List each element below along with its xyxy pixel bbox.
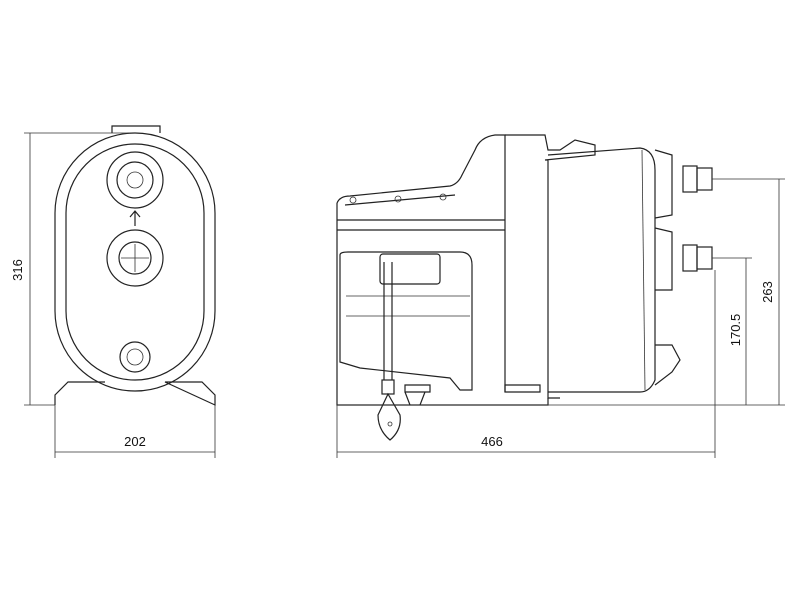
motor-top-shroud — [336, 134, 506, 392]
inlet-thread — [696, 246, 713, 270]
inlet-nut — [682, 244, 698, 272]
front-view — [54, 125, 216, 406]
dim-170-5-label: 170.5 — [728, 314, 743, 347]
side-feet — [404, 384, 541, 406]
dim-316-label: 316 — [10, 259, 25, 281]
flow-arrow-icon — [129, 210, 141, 226]
outlet-nut — [682, 165, 698, 193]
front-housing-inner — [65, 143, 205, 381]
motor-body — [339, 251, 473, 391]
pump-chamber — [547, 147, 656, 393]
pump-housing — [505, 134, 596, 399]
dim-263-label: 263 — [760, 281, 775, 303]
front-top-handle — [111, 125, 161, 133]
outlet-thread — [696, 167, 713, 191]
outlet-port-front — [106, 151, 164, 209]
cable-box — [379, 253, 441, 285]
inlet-port-front — [106, 229, 164, 287]
power-cable — [383, 262, 393, 380]
side-base-outline — [336, 203, 549, 406]
front-housing-outer — [54, 132, 216, 392]
dim-466-label: 466 — [481, 434, 503, 449]
drain-plug-front — [119, 341, 151, 373]
side-view — [336, 134, 713, 441]
cable-strain-relief — [381, 379, 395, 395]
power-plug-icon — [377, 392, 401, 441]
pump-end-cap — [654, 149, 681, 386]
front-base — [54, 381, 216, 406]
shroud-edge — [344, 194, 456, 206]
dimension-lines — [24, 132, 785, 458]
dim-202-label: 202 — [124, 434, 146, 449]
